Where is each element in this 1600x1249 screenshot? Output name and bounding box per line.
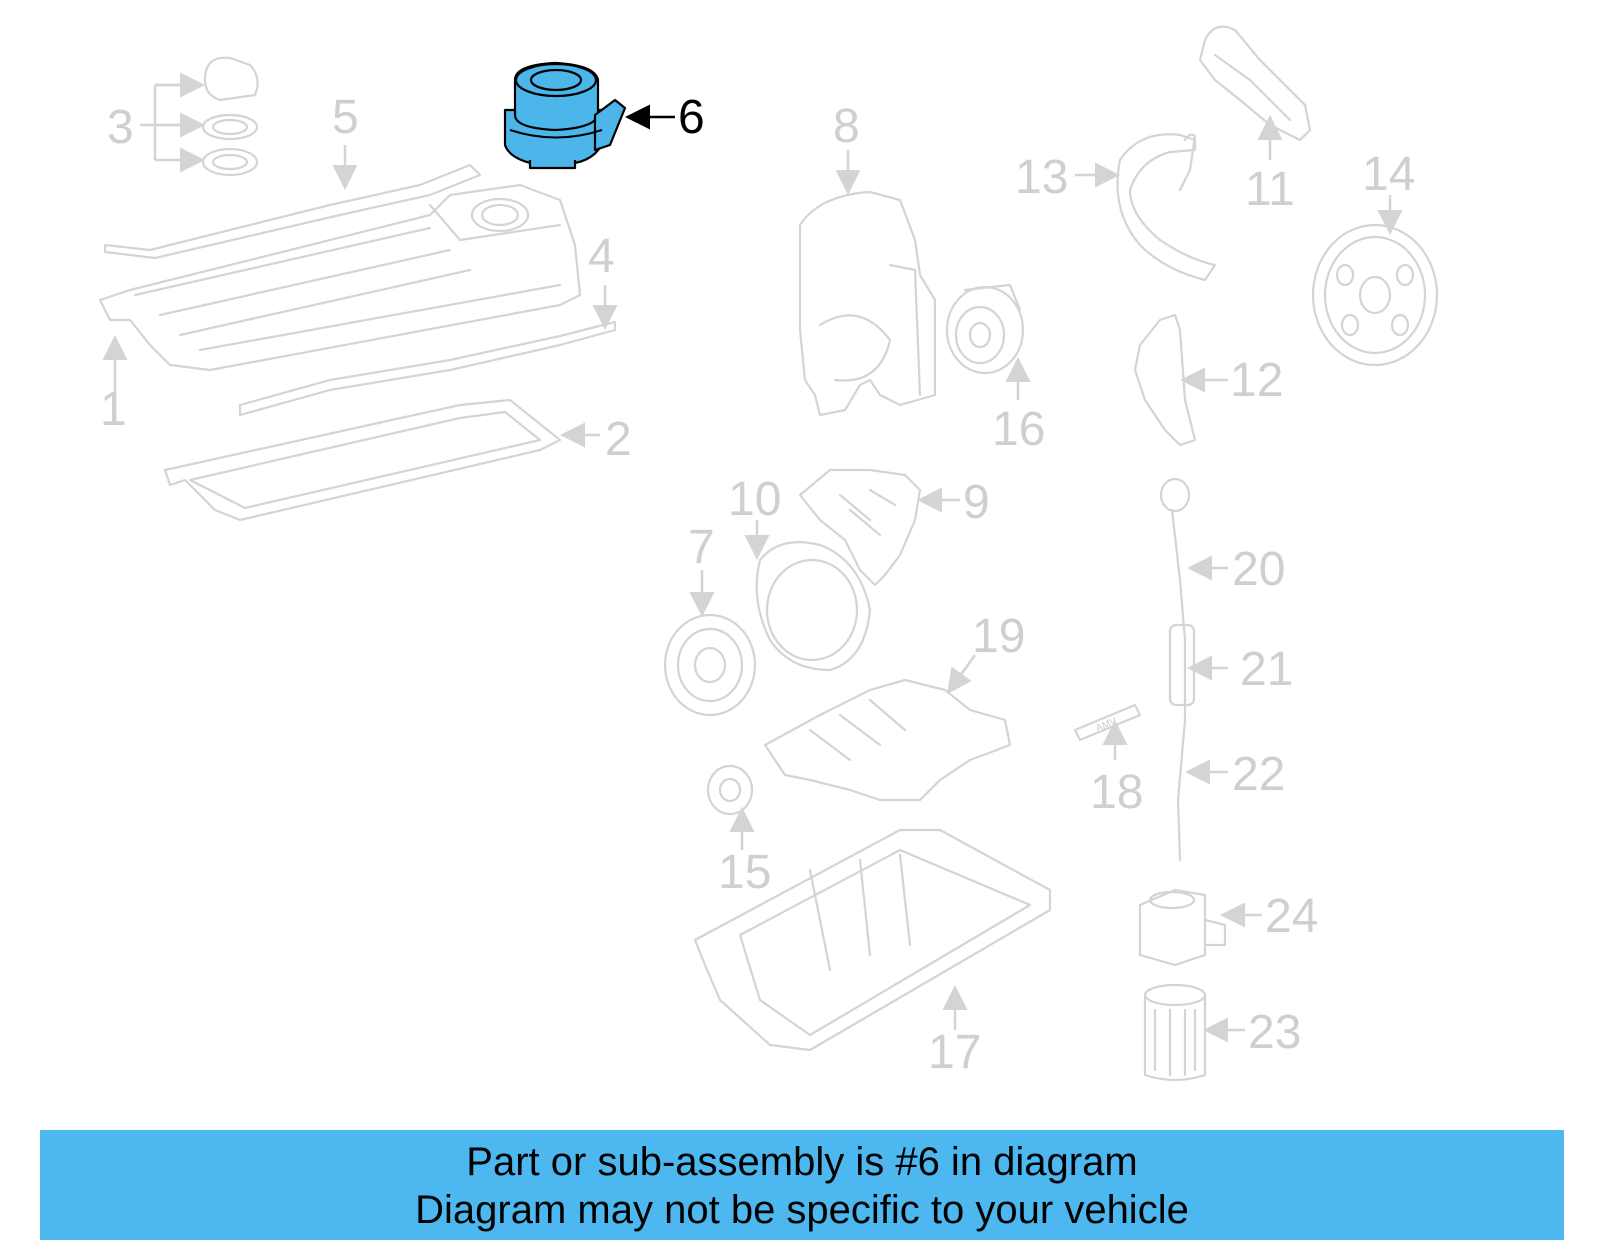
callout-labels: 1 2 3 4 5 6 7 8 9 10 11 12 13 14 15 16 1… [100, 91, 1415, 1079]
part-rear-cover [1133, 313, 1197, 447]
callout-23: 23 [1248, 1006, 1301, 1059]
callout-15: 15 [718, 846, 771, 899]
callout-11: 11 [1245, 163, 1295, 216]
part-6-highlighted [503, 61, 627, 170]
part-valve-cover [98, 183, 582, 372]
part-oil-filter [1143, 983, 1207, 1082]
callout-1: 1 [100, 383, 127, 436]
callout-8: 8 [833, 100, 860, 153]
part-small-sprocket [706, 764, 754, 816]
part-timing-belt [1116, 133, 1217, 282]
part-oil-cap-seals [201, 56, 259, 177]
callout-2: 2 [605, 413, 632, 466]
part-head-gasket [163, 398, 562, 522]
callout-19: 19 [972, 610, 1025, 663]
callout-13: 13 [1015, 151, 1068, 204]
callout-3: 3 [107, 101, 134, 154]
parts-diagram: AMV [98, 25, 1439, 1082]
callout-10: 10 [728, 473, 781, 526]
part-gasket-lower [238, 320, 617, 417]
banner-line-disclaimer: Diagram may not be specific to your vehi… [415, 1188, 1189, 1232]
part-crank-pulley [663, 613, 757, 717]
callout-16: 16 [992, 403, 1045, 456]
callout-21: 21 [1240, 643, 1293, 696]
banner-line-part: Part or sub-assembly is #6 in diagram [466, 1140, 1138, 1184]
part-timing-cover [798, 190, 937, 417]
part-dipstick [1159, 477, 1196, 862]
part-upper-cover [1198, 25, 1312, 142]
part-gasket-strip [103, 163, 482, 260]
part-tensioner-pulley [945, 283, 1025, 375]
callout-4: 4 [588, 230, 615, 283]
callout-17: 17 [928, 1026, 981, 1079]
part-sealant-tube: AMV [1073, 703, 1142, 742]
callout-20: 20 [1232, 543, 1285, 596]
callout-7: 7 [688, 521, 715, 574]
callout-9: 9 [963, 476, 990, 529]
part-oil-pump [763, 678, 1012, 802]
callout-24: 24 [1265, 890, 1318, 943]
callout-5: 5 [332, 91, 359, 144]
leader-lines [102, 72, 1403, 1043]
part-filter-housing [1138, 888, 1227, 967]
part-crank-cover [755, 541, 872, 672]
callout-14: 14 [1362, 148, 1415, 201]
info-banner: Part or sub-assembly is #6 in diagram Di… [40, 1130, 1564, 1240]
part-cam-sprocket [1311, 223, 1439, 367]
callout-12: 12 [1230, 354, 1283, 407]
callout-22: 22 [1232, 748, 1285, 801]
part-oil-pan [693, 828, 1052, 1052]
callout-6: 6 [678, 91, 705, 144]
part-bracket [798, 468, 922, 587]
callout-18: 18 [1090, 766, 1143, 819]
